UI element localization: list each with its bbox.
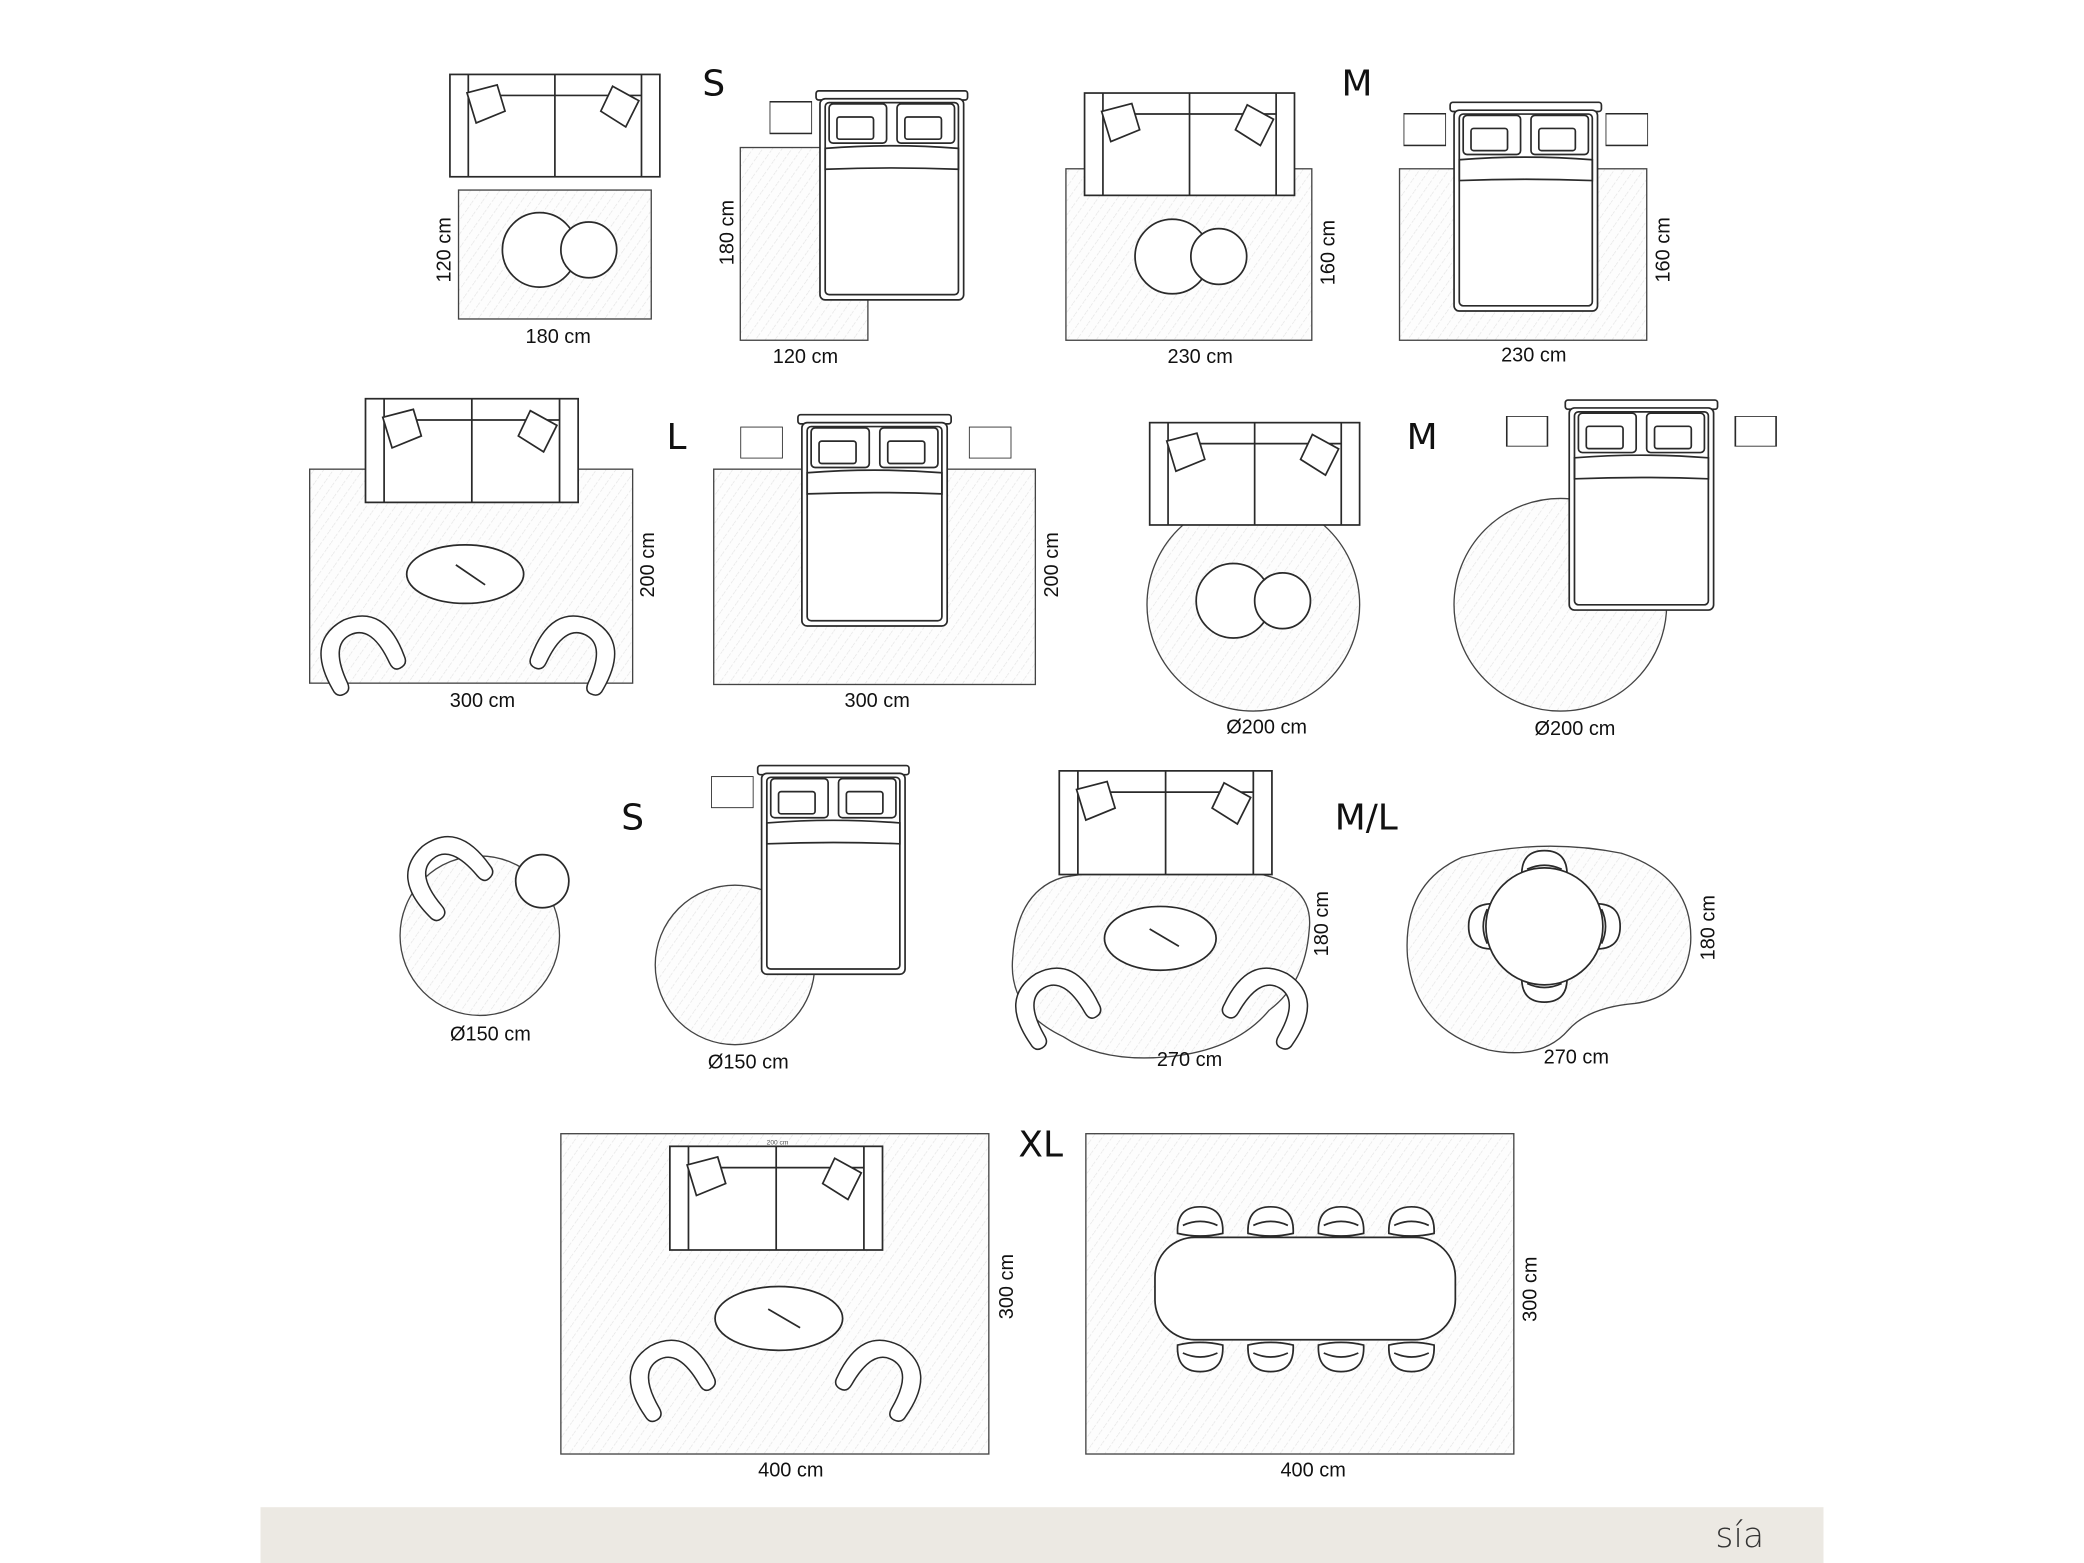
bed-icon [756, 764, 910, 976]
rug-diameter-label: Ø150 cm [708, 1052, 789, 1074]
m-round-sofa-layout: Ø200 cm [1146, 421, 1361, 739]
dining-table-icon [1485, 867, 1604, 986]
nightstand-icon [968, 426, 1012, 459]
rug-width-label: 270 cm [1544, 1046, 1609, 1068]
rug-diameter-label: Ø200 cm [1226, 717, 1307, 739]
rug-height-label: 300 cm [996, 1254, 1018, 1319]
dining-chair-icon [1317, 1341, 1365, 1373]
rug-height-label: 300 cm [1519, 1257, 1541, 1322]
m-sofa-layout: 160 cm 230 cm [1065, 92, 1339, 368]
brand-logo: sía [1715, 1516, 1764, 1556]
footer-bar: sía [260, 1507, 1824, 1563]
rug-height-label: 160 cm [1652, 217, 1674, 282]
ml-organic-sofa-layout: 180 cm 270 cm [1000, 770, 1333, 1071]
sofa-icon [364, 397, 580, 504]
rug-height-label: 200 cm [637, 532, 659, 597]
side-table-icon [560, 221, 618, 279]
dining-chair-icon [1176, 1341, 1224, 1373]
dining-chair-icon [1387, 1341, 1436, 1373]
rug-height-label: 160 cm [1317, 220, 1339, 285]
sofa-icon [1148, 421, 1361, 526]
rug-height-label: 180 cm [717, 200, 739, 265]
rug-width-label: 120 cm [773, 346, 838, 368]
rug-width-label: 300 cm [845, 690, 910, 712]
l-sofa-layout: 200 cm 300 cm [306, 397, 659, 712]
s-sofa-layout: 120 cm 180 cm [434, 73, 661, 348]
dining-chair-icon [1247, 1205, 1295, 1237]
side-table-icon [1189, 227, 1248, 286]
nightstand-icon [1605, 112, 1649, 147]
dining-chair-icon [1387, 1205, 1436, 1237]
coffee-table-icon [405, 544, 525, 605]
sofa-icon [449, 73, 661, 178]
nightstand-icon [1403, 112, 1447, 147]
sofa-icon [668, 1145, 884, 1251]
size-label-m: M [1407, 417, 1438, 458]
nightstand-icon [1734, 416, 1777, 447]
dining-table-icon [1154, 1236, 1457, 1341]
nightstand-icon [711, 776, 754, 809]
rug-height-label: 180 cm [1311, 891, 1333, 956]
bed-icon [796, 413, 953, 627]
rug-diameter-label: Ø150 cm [450, 1024, 531, 1046]
l-bed-layout: 200 cm 300 cm [713, 413, 1063, 712]
side-table-icon [514, 853, 570, 909]
sofa-icon [1083, 92, 1296, 197]
m-bed-layout: 160 cm 230 cm [1398, 101, 1674, 367]
side-table-icon [1253, 571, 1312, 630]
size-label-s: S [621, 797, 644, 838]
m-round-bed-layout: Ø200 cm [1453, 399, 1777, 740]
rug-width-label: 230 cm [1501, 345, 1566, 367]
xl-dining-layout: 300 cm 400 cm [1085, 1133, 1541, 1482]
s-round-chair-layout: Ø150 cm [390, 819, 570, 1046]
rug-diameter-label: Ø200 cm [1535, 718, 1616, 740]
size-label-l: L [667, 417, 687, 458]
ml-organic-dining-layout: 180 cm 270 cm [1406, 845, 1720, 1068]
rug-width-label: 400 cm [758, 1460, 823, 1482]
nightstand-icon [1505, 416, 1549, 447]
bed-icon [1564, 399, 1719, 612]
coffee-table-icon [714, 1285, 844, 1352]
bed-icon [815, 90, 969, 301]
size-label-ml: M/L [1335, 797, 1398, 838]
s-bed-layout: 180 cm 120 cm [717, 90, 969, 368]
sofa-icon [1058, 770, 1273, 876]
coffee-table-icon [1103, 905, 1217, 972]
rug-width-label: 230 cm [1167, 346, 1232, 368]
rug-width-label: 400 cm [1280, 1460, 1345, 1482]
nightstand-icon [769, 101, 813, 135]
size-label-m: M [1342, 64, 1373, 105]
dining-chair-icon [1317, 1205, 1365, 1237]
size-label-xl: XL [1018, 1124, 1063, 1165]
s-round-bed-layout: Ø150 cm [654, 764, 910, 1074]
rug-width-label: 300 cm [450, 690, 515, 712]
rug-height-label: 120 cm [434, 217, 456, 282]
rug-height-label: 180 cm [1698, 895, 1720, 960]
nightstand-icon [740, 426, 783, 459]
dining-chair-icon [1247, 1341, 1295, 1373]
dining-chair-icon [1176, 1205, 1224, 1237]
rug-height-label: 200 cm [1041, 532, 1063, 597]
bed-icon [1449, 101, 1603, 312]
size-label-s: S [702, 64, 725, 105]
sofa-width-label: 200 cm [767, 1139, 789, 1146]
xl-sofa-layout: 200 cm 300 cm 400 cm [560, 1133, 1018, 1482]
rug-width-label: 180 cm [526, 326, 591, 348]
rug-width-label: 270 cm [1157, 1049, 1222, 1071]
